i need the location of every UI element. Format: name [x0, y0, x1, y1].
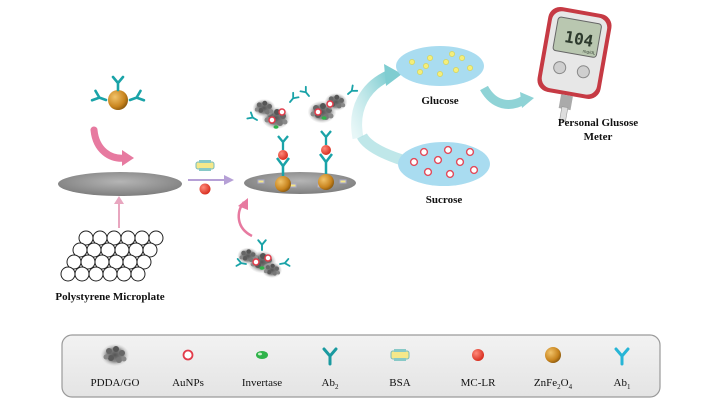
legend-pdda-go-icon	[101, 344, 129, 366]
purple-arrow	[188, 175, 234, 185]
sucrose-ellipse	[398, 142, 490, 186]
znfe-ab1-particle	[90, 75, 146, 110]
legend-mclr-icon	[472, 349, 484, 361]
pink-curved-arrow-lower	[237, 198, 253, 238]
legend-aunps-icon	[182, 349, 194, 361]
teal-arrow-from-sucrose	[357, 133, 404, 166]
legend-ab1-icon	[614, 347, 630, 366]
legend-ab2-label: Ab2	[322, 377, 339, 391]
legend-ab1-label: Ab1	[614, 377, 631, 391]
microplate-lattice	[60, 230, 164, 282]
glucose-label: Glucose	[421, 95, 458, 107]
glucose-ellipse	[396, 46, 484, 86]
legend-invertase-label: Invertase	[242, 377, 282, 389]
legend-aunps-label: AuNPs	[172, 377, 204, 389]
legend-bsa-label: BSA	[389, 377, 410, 389]
complex-left	[246, 91, 300, 192]
legend-znfe2o4-label: ZnFe2O4	[534, 377, 573, 391]
legend-mclr-label: MC-LR	[461, 377, 497, 389]
meter-display-value: 104	[563, 27, 595, 51]
meter-display-unit: mg/dL	[582, 48, 596, 55]
legend-box: PDDA/GO AuNPs Invertase Ab2 BSA MC-LR Zn…	[61, 334, 661, 398]
mclr-reagent	[199, 183, 211, 195]
polystyrene-label: Polystyrene Microplate	[55, 291, 164, 303]
legend-bsa-icon	[390, 349, 410, 361]
legend-pdda-go-label: PDDA/GO	[91, 377, 140, 389]
meter-label-line1: Personal Glusose	[558, 117, 638, 129]
legend-ab2-icon	[322, 347, 338, 366]
pink-up-arrow	[114, 196, 124, 228]
gray-disk-left	[58, 172, 182, 196]
meter-label-line2: Meter	[584, 131, 613, 143]
legend-znfe2o4-icon	[545, 347, 561, 363]
teal-arrow-to-meter	[480, 85, 534, 109]
glucose-meter-device: 104 mg/dL	[537, 6, 612, 122]
sucrose-label: Sucrose	[426, 194, 463, 206]
bsa-reagent	[195, 160, 215, 171]
teal-arrow-up	[351, 64, 402, 140]
pink-curved-arrow	[90, 126, 134, 166]
legend-invertase-icon	[256, 351, 268, 359]
complex-right	[299, 84, 359, 190]
complex-lower	[235, 239, 291, 278]
